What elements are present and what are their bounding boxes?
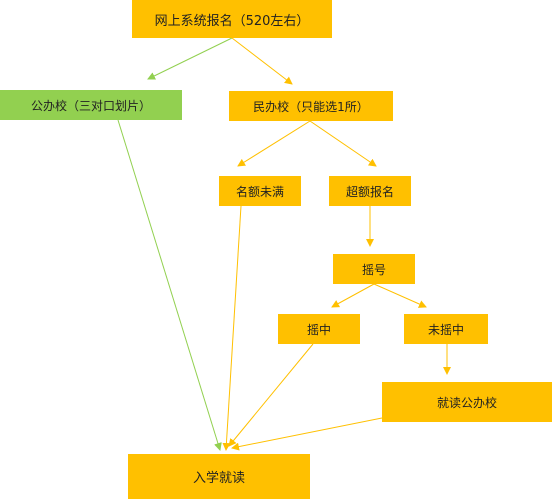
node-private-school: 民办校（只能选1所） [229, 91, 393, 121]
arrow-private-to-notfull [237, 120, 311, 167]
node-quota-not-full: 名额未满 [219, 176, 301, 206]
node-lottery-win: 摇中 [278, 314, 360, 344]
node-lottery-lose: 未摇中 [404, 314, 488, 344]
arrow-win-to-enroll [228, 343, 314, 447]
arrow-lottery-to-win [331, 283, 375, 308]
node-public-school: 公办校（三对口划片） [0, 90, 182, 120]
node-attend-public-school: 就读公办校 [382, 382, 552, 422]
node-online-registration: 网上系统报名（520左右） [132, 0, 332, 38]
arrow-notfull-to-enroll [222, 205, 242, 451]
node-lottery: 摇号 [333, 254, 415, 284]
arrow-public-to-enroll [117, 119, 222, 451]
arrow-register-to-private [231, 37, 293, 85]
arrow-attendpublic-to-enroll [231, 417, 383, 451]
arrow-register-to-public [147, 37, 233, 80]
arrow-private-to-oversubscribed [309, 120, 377, 167]
arrow-lottery-to-lose [373, 283, 427, 308]
node-enroll: 入学就读 [128, 454, 310, 499]
node-over-subscribed: 超额报名 [329, 176, 411, 206]
